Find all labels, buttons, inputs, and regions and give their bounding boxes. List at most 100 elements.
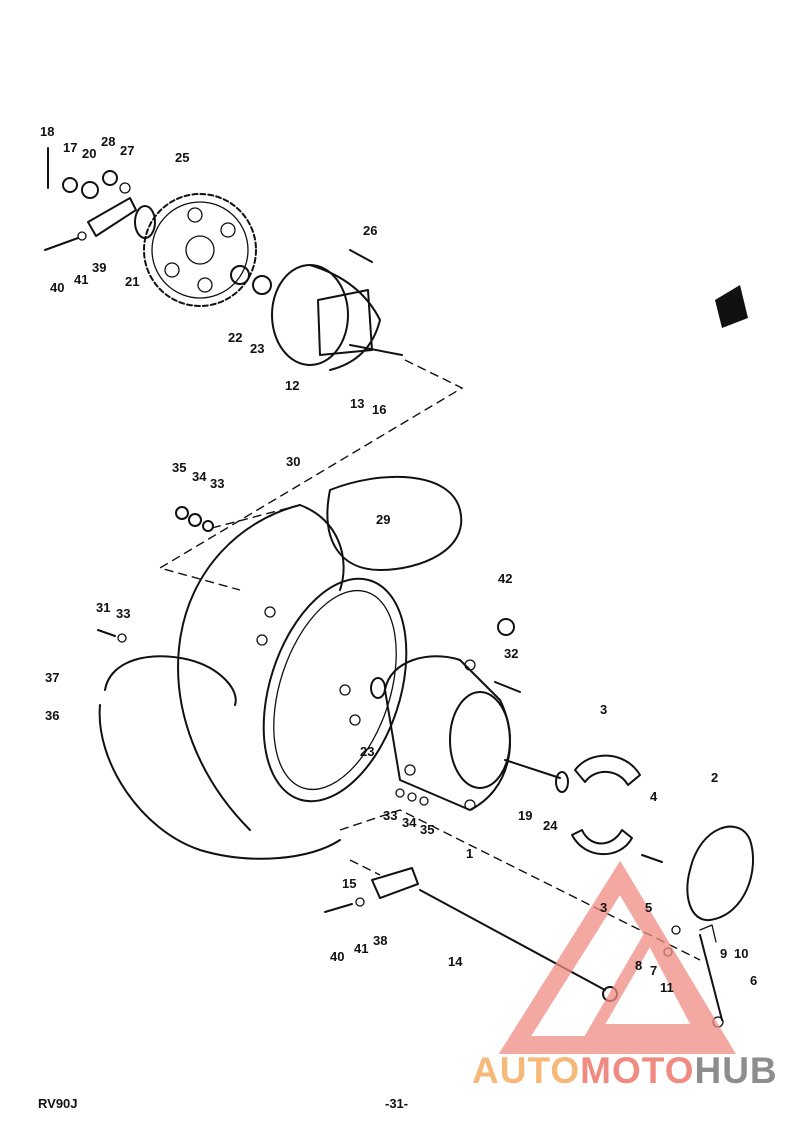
axle-19-shape [504,759,561,779]
rim-inner-shape [273,589,397,791]
hub-hole-shape [464,799,476,811]
hub-hole-shape [404,764,416,776]
nut-35-lower-shape [419,796,429,806]
bolt-40-shape [44,237,79,251]
callout-27: 27 [120,143,134,158]
hub-1-shape [384,655,511,811]
rim-hole-shape [256,634,268,646]
washer-41-shape [77,231,87,241]
washer-34-shape [188,513,202,527]
callout-21: 21 [125,274,139,289]
callout-labels: 18 17 20 28 27 25 26 40 41 39 21 22 23 1… [40,124,757,995]
rim-hole-shape [349,714,361,726]
callout-34: 34 [192,469,207,484]
callout-24: 24 [543,818,558,833]
sprocket-hole-shape [197,277,213,293]
tire-36-shape [98,704,341,860]
callout-1: 1 [466,846,473,861]
callout-17: 17 [63,140,77,155]
callout-22: 22 [228,330,242,345]
callout-3-upper: 3 [600,702,607,717]
callout-32: 32 [504,646,518,661]
callout-33-lower: 33 [383,808,397,823]
callout-18: 18 [40,124,54,139]
sprocket-hole-shape [164,262,180,278]
page-number: -31- [385,1096,409,1111]
callout-3-lower: 3 [600,900,607,915]
hub-hole-shape [464,659,476,671]
callout-35-lower: 35 [420,822,434,837]
nut-42-shape [497,618,515,636]
sprocket-body-shape [151,201,249,299]
hub-brake-assembly [324,618,755,1028]
callout-38: 38 [373,933,387,948]
callout-40: 40 [50,280,64,295]
drum-outline-shape [309,264,381,371]
chain-adjuster-39-shape [87,197,137,237]
callout-23-lower: 23 [360,744,374,759]
callout-11: 11 [660,980,674,995]
callout-36: 36 [45,708,59,723]
callout-41-lower: 41 [354,941,368,956]
watermark-triangle-inner [584,922,710,1036]
wheel-assembly [97,475,463,860]
callout-35: 35 [172,460,186,475]
callout-25: 25 [175,150,189,165]
spring-9-shape [699,924,717,943]
callout-5: 5 [645,900,652,915]
washer-27-shape [119,182,131,194]
watermark-part-auto: AUTO [472,1050,581,1091]
washer-28-shape [102,170,118,186]
tire-37-shape [104,655,237,706]
torque-link-38-shape [371,867,419,899]
tire-30-bead-shape [299,504,345,591]
sprocket-hole-shape [220,222,236,238]
nut-35-shape [175,506,189,520]
washer-34-lower-shape [407,792,417,802]
watermark-part-hub: HUB [694,1050,778,1091]
callout-20: 20 [82,146,96,161]
callout-34-lower: 34 [402,815,417,830]
brake-panel-2-shape [686,825,755,922]
watermark-part-moto: MOTO [580,1050,695,1091]
callout-6: 6 [750,973,757,988]
sprocket-hub-shape [185,235,215,265]
cushion-13-shape [317,289,373,356]
callout-40-lower: 40 [330,949,344,964]
shaft-16-shape [349,344,403,356]
nut-20-shape [81,181,99,199]
spacer-24-shape [555,771,569,793]
bolt-31-shape [97,629,116,637]
brake-shoe-3-lower-shape [571,829,633,856]
callout-14: 14 [448,954,463,969]
brake-cam-5-shape [641,854,663,863]
brake-arm-6-shape [699,934,723,1021]
watermark-logo [498,860,736,1054]
nut-17-shape [62,177,78,193]
callout-13: 13 [350,396,364,411]
callout-33: 33 [210,476,224,491]
callout-10: 10 [734,946,748,961]
washer-33-shape [117,633,127,643]
nut-33-lower-shape [395,788,405,798]
callout-16: 16 [372,402,386,417]
part-8-shape [671,925,681,935]
callout-4: 4 [650,789,658,804]
callout-8: 8 [635,958,642,973]
callout-31: 31 [96,600,110,615]
callout-28: 28 [101,134,115,149]
callout-9: 9 [720,946,727,961]
rim-shape [262,577,408,803]
bearing-22-shape [230,265,250,285]
oil-seal-23-shape [252,275,272,295]
bolt-32-shape [494,681,521,693]
callout-23: 23 [250,341,264,356]
bolt-40-lower-shape [324,903,353,913]
brake-rod-14-shape [419,889,606,991]
callout-2: 2 [711,770,718,785]
callout-33-side: 33 [116,606,130,621]
hub-flange-shape [449,691,511,789]
rear-sprocket-assembly [44,147,464,591]
sprocket-25-shape [143,193,257,307]
